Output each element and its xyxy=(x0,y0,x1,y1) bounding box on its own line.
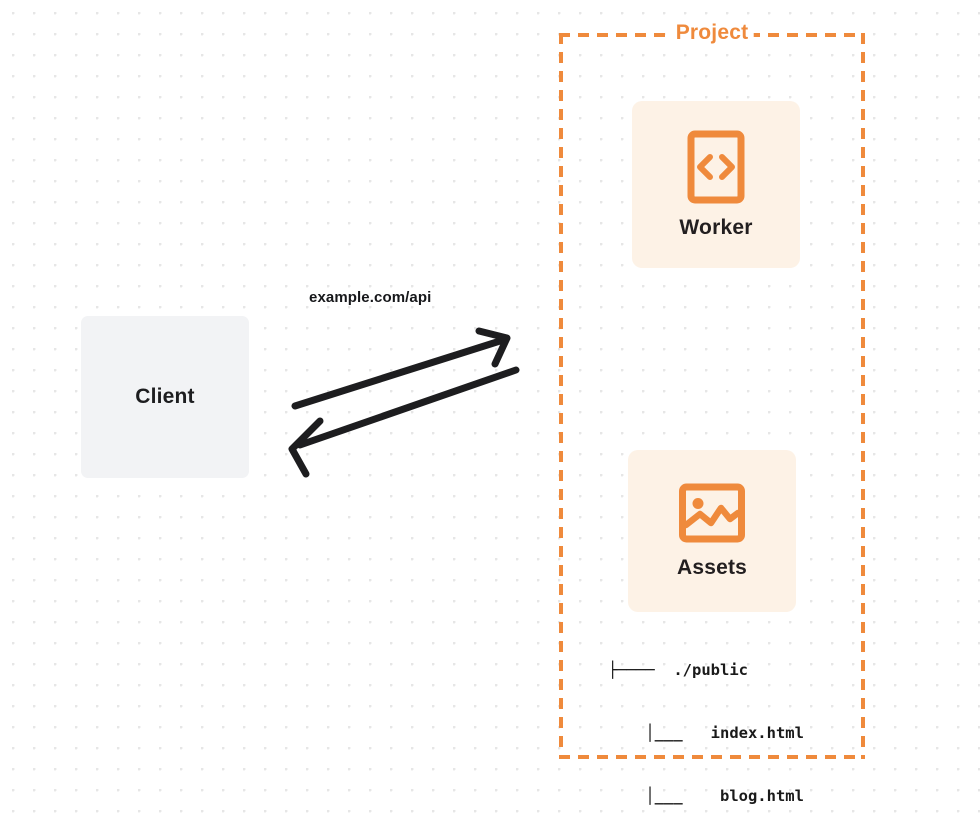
client-node[interactable]: Client xyxy=(81,316,249,478)
arrow-head-right-icon xyxy=(475,327,511,368)
code-brackets-icon xyxy=(687,130,745,203)
project-border-right xyxy=(861,33,865,759)
client-node-label: Client xyxy=(135,385,195,408)
outbound-arrow xyxy=(291,327,511,410)
project-border-bottom xyxy=(559,755,865,759)
tree-row: │___ blog.html xyxy=(608,787,804,805)
image-picture-icon xyxy=(679,483,745,543)
worker-card-label: Worker xyxy=(679,215,753,239)
project-border-left xyxy=(559,33,563,759)
assets-card-label: Assets xyxy=(676,556,748,579)
worker-card[interactable]: Worker xyxy=(632,101,800,268)
inbound-arrow xyxy=(288,366,520,478)
project-container: Project Worker Assets ├──── ./public │__… xyxy=(559,21,865,805)
arrow-head-left-icon xyxy=(288,417,324,478)
connector-label: example.com/api xyxy=(309,289,432,306)
tree-row: ├──── ./public xyxy=(608,661,748,679)
tree-row: │___ index.html xyxy=(608,724,804,742)
project-title: Project xyxy=(670,21,754,45)
assets-file-tree: ├──── ./public │___ index.html │___ blog… xyxy=(608,618,853,818)
assets-card[interactable]: Assets xyxy=(628,450,796,612)
